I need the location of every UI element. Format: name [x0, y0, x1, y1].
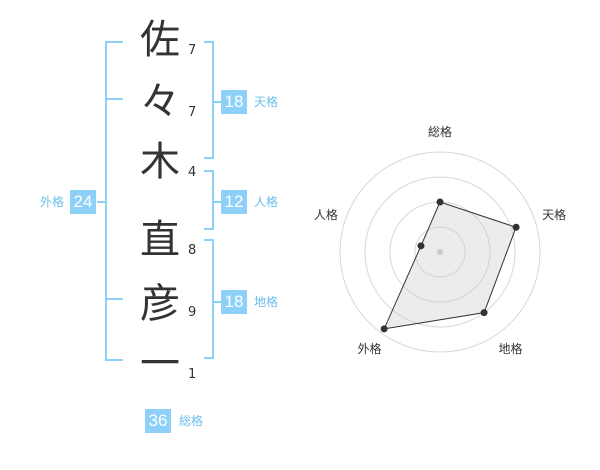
- radar-axis-label-3: 地格: [499, 341, 523, 356]
- gaikaku-value: 24: [70, 190, 96, 214]
- chikaku-bracket-vertical: [212, 239, 214, 359]
- gaikaku-bracket-top: [105, 41, 123, 43]
- tenkaku-bracket-top: [204, 41, 214, 43]
- name-char-6: 一: [140, 341, 180, 387]
- tenkaku-bracket-vertical: [212, 41, 214, 159]
- jinkaku-value: 12: [221, 190, 247, 214]
- chikaku-connector: [213, 301, 221, 303]
- jinkaku-bracket-top: [204, 170, 214, 172]
- radar-center-dot: [437, 249, 443, 255]
- stroke-count-3: 4: [188, 165, 197, 180]
- stroke-count-6: 1: [188, 367, 197, 382]
- radar-axis-label-5: 人格: [314, 207, 338, 222]
- stroke-count-4: 8: [188, 243, 197, 258]
- name-char-4: 直: [140, 217, 180, 263]
- radar-point-2: [512, 223, 520, 231]
- tenkaku-bracket-bottom: [204, 157, 214, 159]
- radar-point-1: [436, 198, 444, 206]
- stroke-count-2: 7: [188, 105, 197, 120]
- chikaku-bracket-top: [204, 239, 214, 241]
- radar-point-3: [480, 309, 488, 317]
- tenkaku-value: 18: [221, 90, 247, 114]
- jinkaku-bracket-vertical: [212, 170, 214, 230]
- radar-point-5: [417, 242, 425, 250]
- radar-point-4: [380, 325, 388, 333]
- jinkaku-bracket-bottom: [204, 228, 214, 230]
- jinkaku-connector: [213, 201, 221, 203]
- soukaku-label: 総格: [179, 414, 204, 428]
- name-char-3: 木: [140, 139, 180, 185]
- tenkaku-label: 天格: [254, 95, 279, 109]
- stroke-count-1: 7: [188, 43, 197, 58]
- stroke-count-5: 9: [188, 305, 197, 320]
- tenkaku-connector: [213, 101, 221, 103]
- gaikaku-bracket-mid1: [105, 98, 123, 100]
- gaikaku-label: 外格: [40, 195, 65, 209]
- chikaku-bracket-bottom: [204, 357, 214, 359]
- radar-axis-label-4: 外格: [357, 341, 381, 356]
- gaikaku-bracket-vertical: [105, 41, 107, 361]
- name-char-1: 佐: [140, 17, 180, 63]
- radar-ring-1: [414, 226, 466, 278]
- soukaku-value: 36: [145, 409, 171, 433]
- radar-ring-4: [339, 151, 541, 353]
- radar-axis-label-1: 総格: [428, 124, 452, 139]
- chikaku-label: 地格: [254, 295, 279, 309]
- chikaku-value: 18: [221, 290, 247, 314]
- radar-series-polygon: [383, 201, 517, 330]
- radar-axis-label-2: 天格: [542, 207, 566, 222]
- gaikaku-bracket-bottom: [105, 359, 123, 361]
- gaikaku-bracket-mid2: [105, 298, 123, 300]
- jinkaku-label: 人格: [254, 195, 279, 209]
- gaikaku-connector: [97, 201, 106, 203]
- radar-ring-3: [364, 176, 516, 328]
- name-char-2: 々: [140, 79, 180, 125]
- name-char-5: 彦: [140, 281, 180, 327]
